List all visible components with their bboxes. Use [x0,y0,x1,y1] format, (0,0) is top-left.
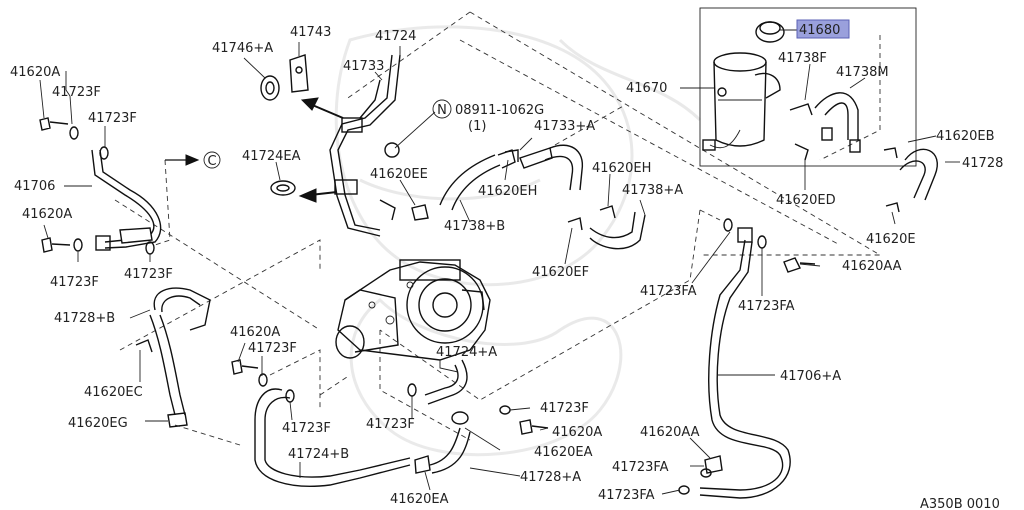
hose-41728a [414,427,471,474]
bracket-41743 [289,54,309,93]
callout-41738m: 41738M [836,65,889,80]
callout-41723fa-4: 41723FA [598,488,655,503]
callout-08911: 08911-1062G [455,103,544,118]
diagram-code: A350B 0010 [920,497,1000,510]
callout-41723f-7: 41723F [366,417,415,432]
callout-41723f-5: 41723F [248,341,297,356]
callout-41620aa-2: 41620AA [640,425,700,440]
circle-c-text: C [207,154,216,169]
callout-41620a-4: 41620A [552,425,602,440]
grommet-41746a [260,75,280,101]
direction-arrows [165,97,344,203]
callout-41738f: 41738F [778,51,827,66]
reservoir-frame [699,7,917,167]
pipe-assembly-41724 [329,54,401,237]
hose-41728b [135,287,211,428]
reservoir-tank [702,52,781,151]
callout-41620ef: 41620EF [532,265,589,280]
callout-41620a-2: 41620A [22,207,72,222]
callout-41724ea: 41724EA [242,149,301,164]
callout-41724: 41724 [375,29,416,44]
callout-41743: 41743 [290,25,331,40]
watermark-logo [334,25,702,457]
grommet-41724ea [270,180,296,196]
callout-41723f-6: 41723F [282,421,331,436]
callout-41733a: 41733+A [534,119,595,134]
callout-41706: 41706 [14,179,55,194]
callout-41620ea-1: 41620EA [534,445,593,460]
callout-08911-qty: (1) [468,119,486,134]
hose-41728 [883,147,938,213]
callout-41746a: 41746+A [212,41,273,56]
callout-41728a: 41728+A [520,470,581,485]
power-steering-pump [335,259,491,361]
pipe-41706 [91,149,162,251]
callout-41738a: 41738+A [622,183,683,198]
hose-41738b [439,144,584,211]
callout-41620eh-1: 41620EH [478,184,537,199]
circle-n-text: N [437,103,447,118]
callout-41680: 41680 [799,23,840,38]
callout-41620eb: 41620EB [936,129,995,144]
callout-41723f-8: 41723F [540,401,589,416]
callout-41620aa-1: 41620AA [842,259,902,274]
callout-41733: 41733 [343,59,384,74]
pipe-41706a [678,218,816,499]
callout-41670: 41670 [626,81,667,96]
leader-lines [39,29,960,495]
callout-41724a: 41724+A [436,345,497,360]
callout-41620e: 41620E [866,232,916,247]
circle-c-symbol: C [203,151,221,169]
callout-41728: 41728 [962,156,1003,171]
callout-41723fa-3: 41723FA [612,460,669,475]
callout-41723f-1: 41723F [52,85,101,100]
bolts-center [407,383,549,435]
callout-41620a-1: 41620A [10,65,60,80]
callout-41620eg: 41620EG [68,416,128,431]
callout-41723f-4: 41723F [124,267,173,282]
hose-41724a [424,359,469,425]
callout-41723fa-1: 41723FA [640,284,697,299]
callout-41738b: 41738+B [444,219,505,234]
callout-41620ed: 41620ED [776,193,836,208]
callout-41620ec: 41620EC [84,385,143,400]
hose-41738a [567,205,646,250]
callout-41620a-3: 41620A [230,325,280,340]
dashed-guides [114,11,882,446]
callout-41620eh-2: 41620EH [592,161,651,176]
callout-41724b: 41724+B [288,447,349,462]
reservoir-hoses [789,92,861,161]
callout-41620ea-2: 41620EA [390,492,449,507]
circle-n-symbol: N [432,99,452,119]
clamps-center [411,149,519,221]
reservoir-cap [755,21,785,43]
highlight-41680 [796,19,850,39]
callout-41723f-3: 41723F [50,275,99,290]
callout-41723f-2: 41723F [88,111,137,126]
callout-41620ee: 41620EE [370,167,428,182]
callout-41706a: 41706+A [780,369,841,384]
callout-41723fa-2: 41723FA [738,299,795,314]
callout-labels: 41743 41746+A 41724 41733 41680 41670 41… [10,23,1003,510]
callout-41728b: 41728+B [54,311,115,326]
